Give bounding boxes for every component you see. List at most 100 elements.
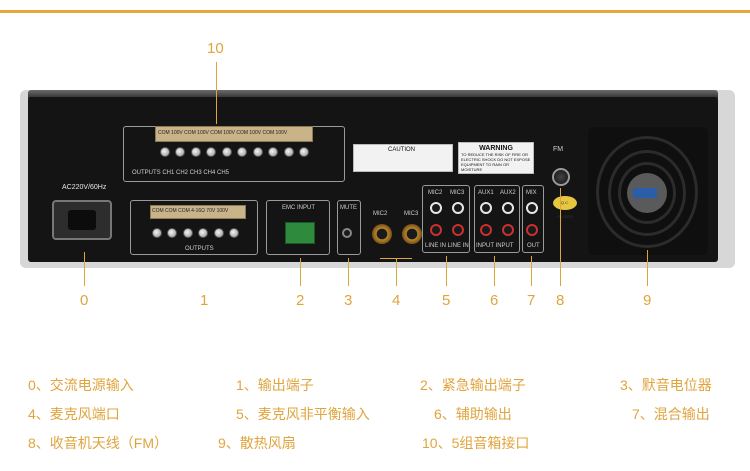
callout-line-8	[560, 188, 561, 286]
callout-6: 6	[490, 292, 499, 309]
legend-item-10: 10、5组音箱接口	[422, 435, 530, 451]
terminal-screw	[183, 228, 193, 238]
callout-9: 9	[643, 292, 652, 309]
callout-line-10	[216, 62, 217, 124]
mic2-jack-label: MIC2	[373, 211, 388, 217]
line-in-rca	[452, 202, 464, 214]
terminal-screw	[237, 147, 247, 157]
aux-panel	[474, 185, 520, 253]
callout-line-0	[84, 252, 85, 286]
aux1-label: AUX1	[478, 190, 494, 196]
qc-sticker: Q.C. PASSED	[553, 196, 577, 219]
legend-item-9: 9、散热风扇	[218, 435, 296, 451]
line-in-caption: LINE IN LINE IN	[425, 243, 469, 249]
legend-item-2: 2、紧急输出端子	[420, 377, 526, 393]
callout-7: 7	[527, 292, 536, 309]
chassis-top-lip	[28, 90, 718, 99]
warning-title: WARNING	[479, 145, 513, 152]
terminal-screw	[152, 228, 162, 238]
mute-label: MUTE	[340, 205, 357, 211]
emc-input-label: EMC INPUT	[282, 205, 315, 211]
callout-0: 0	[80, 292, 89, 309]
mute-panel	[337, 200, 361, 255]
terminal-screw	[222, 147, 232, 157]
mute-potentiometer	[342, 228, 352, 238]
terminal-screw	[284, 147, 294, 157]
terminal-screw	[167, 228, 177, 238]
speaker-channel-labels: OUTPUTS CH1 CH2 CH3 CH4 CH5	[132, 170, 230, 176]
callout-5: 5	[442, 292, 451, 309]
callout-line-6	[494, 256, 495, 286]
line-in-rca	[452, 224, 464, 236]
caution-title: CAUTION	[388, 147, 415, 153]
aux2-label: AUX2	[500, 190, 516, 196]
callout-2: 2	[296, 292, 305, 309]
output-terminal-caption: OUTPUTS	[185, 246, 214, 252]
line-mic3-label: MIC3	[450, 190, 465, 196]
callout-line-5	[446, 256, 447, 286]
legend-item-5: 5、麦克风非平衡输入	[236, 406, 370, 422]
mic3-jack	[402, 224, 422, 244]
aux-rca	[480, 224, 492, 236]
power-socket	[52, 200, 112, 240]
legend-item-7: 7、混合输出	[632, 406, 710, 422]
callout-line-9	[647, 250, 648, 286]
legend-item-3: 3、默音电位器	[620, 377, 712, 393]
callout-line-3	[348, 258, 349, 286]
terminal-screw	[175, 147, 185, 157]
aux-rca	[502, 224, 514, 236]
callout-line-4	[396, 258, 397, 286]
emc-input-terminal	[285, 222, 315, 244]
line-in-rca	[430, 224, 442, 236]
warning-text: TO REDUCE THE RISK OF FIRE OR ELECTRIC S…	[461, 152, 531, 172]
fan-sticker	[633, 188, 657, 198]
fm-label: FM	[553, 146, 564, 153]
callout-10: 10	[207, 40, 224, 57]
fm-antenna-socket	[552, 168, 570, 186]
mic2-jack	[372, 224, 392, 244]
line-in-panel	[422, 185, 470, 253]
line-mic2-label: MIC2	[428, 190, 443, 196]
power-input-label: AC220V/60Hz	[62, 184, 107, 191]
top-divider	[0, 10, 750, 13]
legend-item-6: 6、辅助输出	[434, 406, 512, 422]
legend-item-8: 8、收音机天线（FM）	[28, 435, 168, 451]
terminal-screw	[191, 147, 201, 157]
legend-item-4: 4、麦克风端口	[28, 406, 120, 422]
terminal-screw	[214, 228, 224, 238]
terminal-screw	[206, 147, 216, 157]
aux-caption: INPUT INPUT	[476, 243, 514, 249]
terminal-screw	[299, 147, 309, 157]
callout-line-7	[531, 256, 532, 286]
callout-1: 1	[200, 292, 209, 309]
terminal-screw	[160, 147, 170, 157]
terminal-screw	[198, 228, 208, 238]
output-terminals-panel	[130, 200, 258, 255]
callout-line-2	[300, 258, 301, 286]
fan-ring	[618, 162, 676, 224]
fan-ring	[596, 136, 698, 248]
legend-item-0: 0、交流电源输入	[28, 377, 134, 393]
legend-item-1: 1、输出端子	[236, 377, 314, 393]
emc-input-panel	[266, 200, 330, 255]
callout-4: 4	[392, 292, 401, 309]
callout-8: 8	[556, 292, 565, 309]
speaker-terminal-labels: COM 100V COM 100V COM 100V COM 100V COM …	[158, 130, 288, 136]
fan-ring	[608, 150, 686, 236]
mic3-jack-label: MIC3	[404, 211, 419, 217]
terminal-screw	[229, 228, 239, 238]
mix-out-panel	[522, 185, 544, 253]
line-in-rca	[430, 202, 442, 214]
mix-rca	[526, 202, 538, 214]
mix-rca	[526, 224, 538, 236]
mix-out-caption: OUT	[527, 243, 540, 249]
output-terminal-labels: COM COM COM 4-16Ω 70V 100V	[152, 208, 229, 214]
mix-label: MIX	[526, 190, 537, 196]
terminal-screw	[253, 147, 263, 157]
terminal-screw	[268, 147, 278, 157]
callout-3: 3	[344, 292, 353, 309]
output-terminal-strip	[150, 205, 246, 219]
aux-rca	[502, 202, 514, 214]
speaker-terminal-strip	[155, 126, 313, 142]
